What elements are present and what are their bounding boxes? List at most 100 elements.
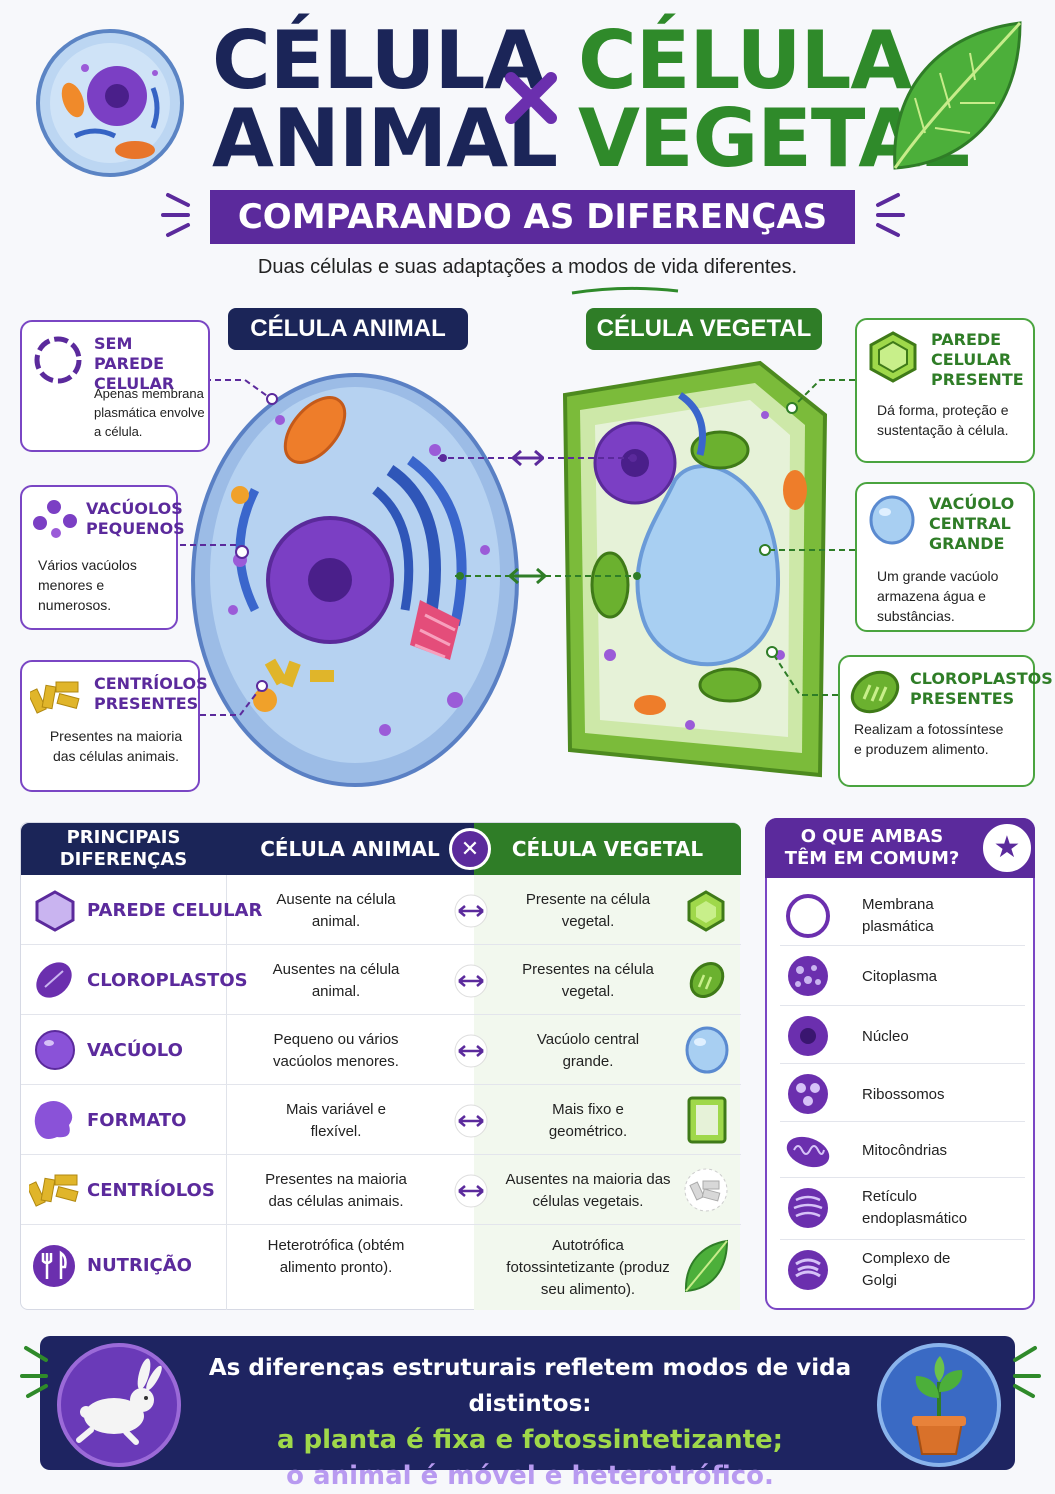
card-cell-wall-present: PAREDE CELULAR PRESENTE Dá forma, proteç… bbox=[855, 318, 1035, 463]
footer-deco-right bbox=[1003, 1340, 1043, 1400]
common-title: O QUE AMBAS TÊM EM COMUM? bbox=[784, 826, 960, 869]
table-head-vegetal: CÉLULA VEGETAL bbox=[474, 823, 741, 875]
subtitle: Duas células e suas adaptações a modos d… bbox=[257, 256, 798, 278]
card-text: Um grande vacúolo armazena água e substâ… bbox=[877, 568, 999, 624]
leader-lines bbox=[180, 379, 855, 716]
table-vs-badge: ✕ bbox=[449, 828, 491, 870]
cell-animal: Mais variável e flexível. bbox=[285, 1101, 387, 1140]
title-animal-line1: CÉLULA bbox=[212, 14, 546, 107]
card-title: VACÚOLOS PEQUENOS bbox=[86, 499, 185, 538]
table-head-animal-label: CÉLULA ANIMAL bbox=[260, 837, 440, 861]
footer-line2: a planta é fixa e fotossintetizante; bbox=[276, 1425, 784, 1455]
banner-comparing: COMPARANDO AS DIFERENÇAS bbox=[210, 190, 855, 244]
title-animal: CÉLULA ANIMAL bbox=[212, 14, 558, 185]
table-head-main: PRINCIPAIS DIFERENÇAS bbox=[21, 823, 226, 875]
row-label: CLOROPLASTOS bbox=[87, 970, 248, 991]
table-head-main-label: PRINCIPAIS DIFERENÇAS bbox=[59, 827, 188, 870]
table-row: PAREDE CELULAR Ausente na célula animal.… bbox=[21, 875, 741, 945]
cell-vegetal: Presentes na célula vegetal. bbox=[522, 961, 654, 1000]
common-item-label: Retículo endoplasmático bbox=[862, 1188, 968, 1227]
table-row: VACÚOLO Pequeno ou vários vacúolos menor… bbox=[21, 1015, 741, 1085]
double-arrow-icon bbox=[451, 893, 491, 929]
chloroplast-purple-icon bbox=[31, 957, 77, 1003]
row-label: VACÚOLO bbox=[87, 1040, 183, 1061]
common-item: Núcleo bbox=[780, 1006, 1025, 1064]
cell-vegetal: Ausentes na maioria das células vegetais… bbox=[505, 1171, 671, 1210]
table-head-animal: CÉLULA ANIMAL bbox=[226, 823, 474, 875]
cell-vegetal: Presente na célula vegetal. bbox=[525, 891, 651, 930]
card-title: CLOROPLASTOS PRESENTES bbox=[910, 669, 1053, 708]
cell-animal: Heterotrófica (obtém alimento pronto). bbox=[267, 1237, 405, 1276]
centriole-faded-icon bbox=[683, 1167, 729, 1213]
endoplasmic-reticulum-icon bbox=[784, 1184, 832, 1232]
vacuole-purple-icon bbox=[33, 1028, 77, 1072]
compare-arrow-nucleus bbox=[438, 446, 638, 470]
common-item: Complexo de Golgi bbox=[780, 1240, 1025, 1302]
cell-vegetal: Mais fixo e geométrico. bbox=[548, 1101, 628, 1140]
hexagon-green-icon bbox=[686, 889, 726, 933]
card-title: VACÚOLO CENTRAL GRANDE bbox=[929, 494, 1015, 553]
card-small-vacuoles: VACÚOLOS PEQUENOS Vários vacúolos menore… bbox=[20, 485, 185, 630]
table-row: NUTRIÇÃO Heterotrófica (obtém alimento p… bbox=[21, 1225, 741, 1310]
differences-table: PRINCIPAIS DIFERENÇAS CÉLULA ANIMAL CÉLU… bbox=[20, 822, 741, 1310]
card-title: CENTRÍOLOS PRESENTES bbox=[94, 674, 208, 713]
footer-deco-left bbox=[18, 1340, 58, 1400]
square-wall-icon bbox=[686, 1095, 728, 1145]
vacuole-icon bbox=[867, 494, 917, 546]
table-vegetal-tint bbox=[474, 875, 740, 1310]
common-item-label: Núcleo bbox=[862, 1028, 909, 1045]
cell-vegetal: Vacúolo central grande. bbox=[536, 1031, 640, 1070]
footer-line3: o animal é móvel e heterotrófico. bbox=[286, 1461, 774, 1491]
card-text: Realizam a fotossíntese e produzem alime… bbox=[854, 721, 1004, 757]
vacuole-blue-icon bbox=[684, 1025, 730, 1075]
hexagon-wall-icon bbox=[867, 330, 919, 384]
common-item-label: Membrana plasmática bbox=[862, 896, 934, 935]
ribosome-icon bbox=[784, 1070, 832, 1118]
footer-banner bbox=[40, 1336, 1015, 1470]
card-title: SEM PAREDE CELULAR bbox=[94, 334, 175, 393]
common-item: Retículo endoplasmático bbox=[780, 1178, 1025, 1240]
card-title: PAREDE CELULAR PRESENTE bbox=[931, 330, 1024, 389]
common-item: Ribossomos bbox=[780, 1064, 1025, 1122]
card-chloroplasts-present: CLOROPLASTOS PRESENTES Realizam a fotoss… bbox=[838, 655, 1053, 787]
table-row: CENTRÍOLOS Presentes na maioria das célu… bbox=[21, 1155, 741, 1225]
cell-animal: Pequeno ou vários vacúolos menores. bbox=[273, 1031, 399, 1070]
banner-deco-right bbox=[868, 190, 908, 240]
label-animal-cell: CÉLULA ANIMAL bbox=[228, 308, 468, 350]
membrane-ring-icon bbox=[32, 334, 84, 386]
star-badge: ★ bbox=[979, 820, 1035, 876]
common-item: Membrana plasmática bbox=[780, 886, 1025, 946]
common-item-label: Ribossomos bbox=[862, 1086, 945, 1103]
centriole-icon bbox=[27, 678, 80, 718]
small-vacuoles-icon bbox=[32, 499, 80, 539]
footer-text: As diferenças estruturais refletem modos… bbox=[190, 1350, 870, 1494]
table-row: CLOROPLASTOS Ausentes na célula animal. … bbox=[21, 945, 741, 1015]
rabbit-icon bbox=[56, 1342, 182, 1468]
card-no-cell-wall: SEM PAREDE CELULAR Apenas membrana plasm… bbox=[20, 320, 210, 452]
common-item-label: Mitocôndrias bbox=[862, 1142, 948, 1159]
row-label: NUTRIÇÃO bbox=[87, 1255, 192, 1276]
star-icon: ★ bbox=[993, 831, 1021, 864]
card-text: Dá forma, proteção e sustentação à célul… bbox=[877, 402, 1009, 438]
centriole-icon bbox=[26, 1169, 79, 1211]
double-arrow-icon bbox=[451, 1033, 491, 1069]
card-centrioles: CENTRÍOLOS PRESENTES Presentes na maiori… bbox=[20, 660, 208, 792]
nucleus-icon bbox=[784, 1012, 832, 1060]
row-label: FORMATO bbox=[87, 1110, 187, 1131]
card-text: Presentes na maioria das células animais… bbox=[49, 728, 183, 764]
row-label: PAREDE CELULAR bbox=[87, 900, 263, 921]
banner-deco-left bbox=[158, 190, 198, 240]
versus-x-icon bbox=[503, 70, 559, 126]
chloroplast-green-icon bbox=[685, 957, 729, 1003]
golgi-complex-icon bbox=[784, 1246, 832, 1294]
card-text: Apenas membrana plasmática envolve a cél… bbox=[94, 386, 205, 439]
table-head-vegetal-label: CÉLULA VEGETAL bbox=[511, 837, 704, 861]
leaf-icon bbox=[681, 1239, 731, 1295]
membrane-icon bbox=[784, 892, 832, 940]
compare-arrow-vacuole bbox=[455, 564, 645, 588]
title-animal-line2: ANIMAL bbox=[212, 92, 558, 185]
footer-line1: As diferenças estruturais refletem modos… bbox=[208, 1355, 852, 1417]
mitochondria-icon bbox=[784, 1128, 832, 1176]
common-item: Citoplasma bbox=[780, 946, 1025, 1006]
chloroplast-icon bbox=[848, 669, 902, 715]
